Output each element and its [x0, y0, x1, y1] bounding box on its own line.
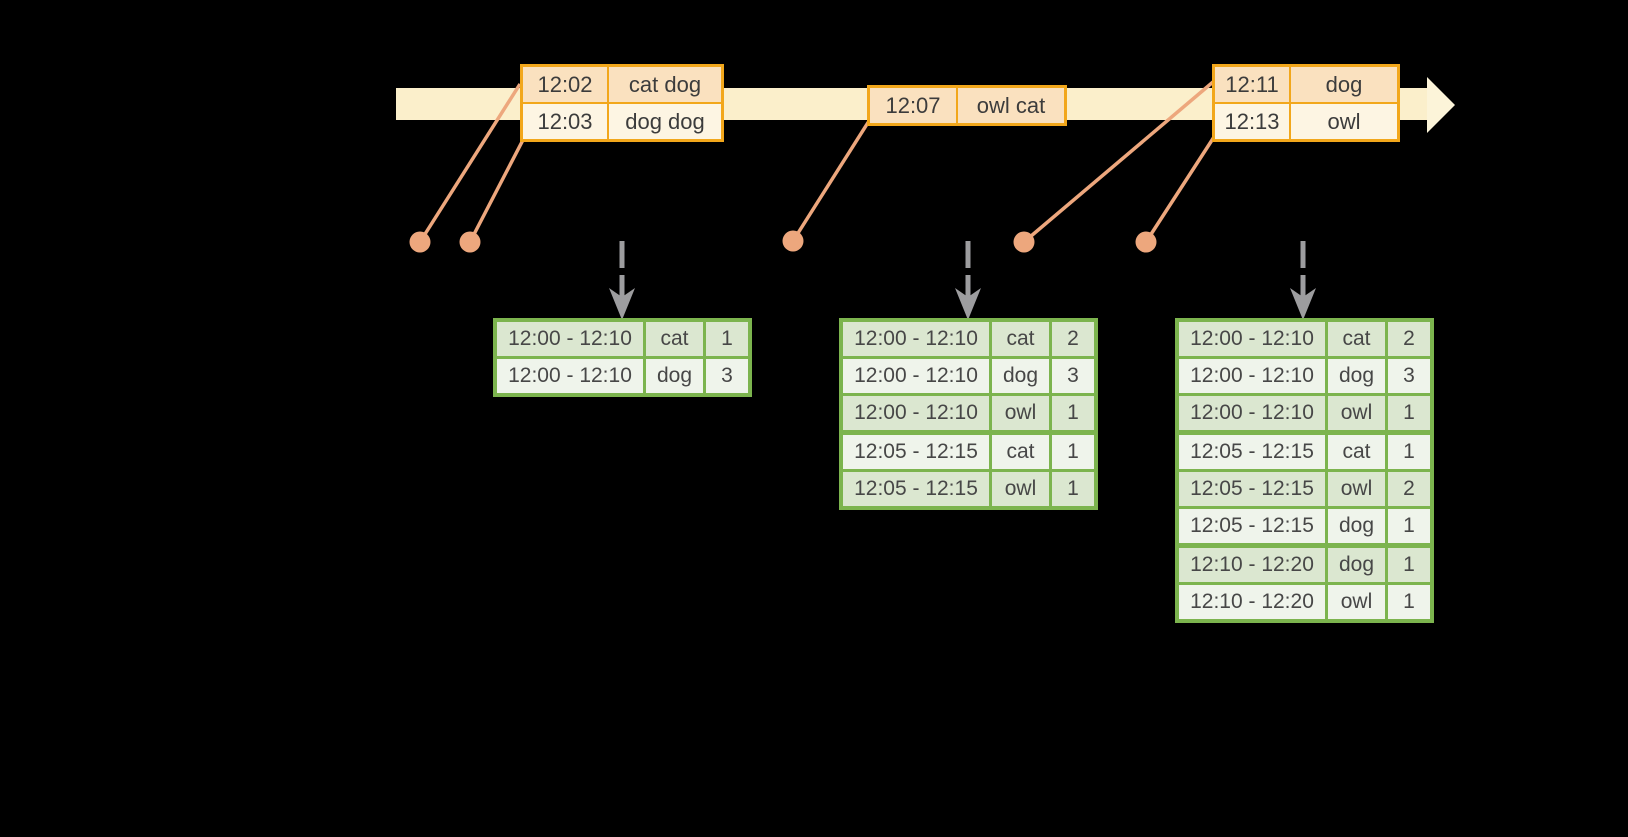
result-word: owl — [1325, 585, 1385, 619]
event-dot — [1013, 231, 1035, 253]
result-word: dog — [1325, 548, 1385, 582]
result-window: 12:00 - 12:10 — [843, 359, 989, 393]
result-window: 12:00 - 12:10 — [1179, 396, 1325, 430]
result-count: 1 — [1049, 472, 1094, 506]
event-connector-line — [1144, 136, 1216, 243]
result-word: cat — [643, 322, 703, 356]
result-count: 2 — [1385, 322, 1430, 356]
result-window: 12:00 - 12:10 — [843, 396, 989, 430]
result-count: 1 — [1385, 548, 1430, 582]
event-time: 12:11 — [1215, 67, 1289, 102]
result-word: cat — [989, 435, 1049, 469]
result-window: 12:10 - 12:20 — [1179, 585, 1325, 619]
trigger-arrow-head-icon — [609, 288, 635, 320]
result-word: owl — [1325, 472, 1385, 506]
result-window: 12:05 - 12:15 — [1179, 472, 1325, 506]
trigger-arrow-head-icon — [1290, 288, 1316, 320]
result-count: 2 — [1385, 472, 1430, 506]
result-window: 12:05 - 12:15 — [843, 472, 989, 506]
event-time: 12:07 — [870, 88, 956, 123]
event-dot — [782, 230, 804, 252]
result-count: 3 — [703, 359, 748, 393]
result-word: dog — [989, 359, 1049, 393]
event-words: owl — [1289, 104, 1397, 139]
result-window: 12:05 - 12:15 — [1179, 435, 1325, 469]
event-words: cat dog — [607, 67, 721, 102]
result-count: 1 — [1385, 435, 1430, 469]
result-count: 3 — [1049, 359, 1094, 393]
event-words: owl cat — [956, 88, 1064, 123]
event-time: 12:02 — [523, 67, 607, 102]
result-count: 1 — [1385, 396, 1430, 430]
event-connector-line — [791, 120, 871, 242]
result-count: 1 — [1049, 435, 1094, 469]
result-count: 3 — [1385, 359, 1430, 393]
result-word: owl — [989, 396, 1049, 430]
result-word: dog — [643, 359, 703, 393]
event-dot — [409, 231, 431, 253]
timeline-arrowhead-icon — [1427, 77, 1455, 133]
result-window: 12:10 - 12:20 — [1179, 548, 1325, 582]
trigger-arrow-head-icon — [955, 288, 981, 320]
result-window: 12:00 - 12:10 — [1179, 359, 1325, 393]
result-word: owl — [1325, 396, 1385, 430]
result-window: 12:00 - 12:10 — [497, 359, 643, 393]
result-count: 1 — [1049, 396, 1094, 430]
event-connector-line — [1022, 80, 1215, 244]
result-count: 2 — [1049, 322, 1094, 356]
event-time: 12:03 — [523, 104, 607, 139]
result-window: 12:00 - 12:10 — [843, 322, 989, 356]
result-word: dog — [1325, 359, 1385, 393]
result-window: 12:05 - 12:15 — [843, 435, 989, 469]
event-connector-line — [468, 137, 526, 243]
result-window: 12:00 - 12:10 — [497, 322, 643, 356]
event-time: 12:13 — [1215, 104, 1289, 139]
event-dot — [459, 231, 481, 253]
event-dot — [1135, 231, 1157, 253]
result-word: cat — [989, 322, 1049, 356]
result-word: owl — [989, 472, 1049, 506]
result-window: 12:00 - 12:10 — [1179, 322, 1325, 356]
result-count: 1 — [703, 322, 748, 356]
event-connector-line — [418, 83, 522, 243]
result-window: 12:05 - 12:15 — [1179, 509, 1325, 543]
result-word: cat — [1325, 435, 1385, 469]
event-words: dog dog — [607, 104, 721, 139]
event-words: dog — [1289, 67, 1397, 102]
result-word: dog — [1325, 509, 1385, 543]
result-count: 1 — [1385, 585, 1430, 619]
result-word: cat — [1325, 322, 1385, 356]
result-count: 1 — [1385, 509, 1430, 543]
